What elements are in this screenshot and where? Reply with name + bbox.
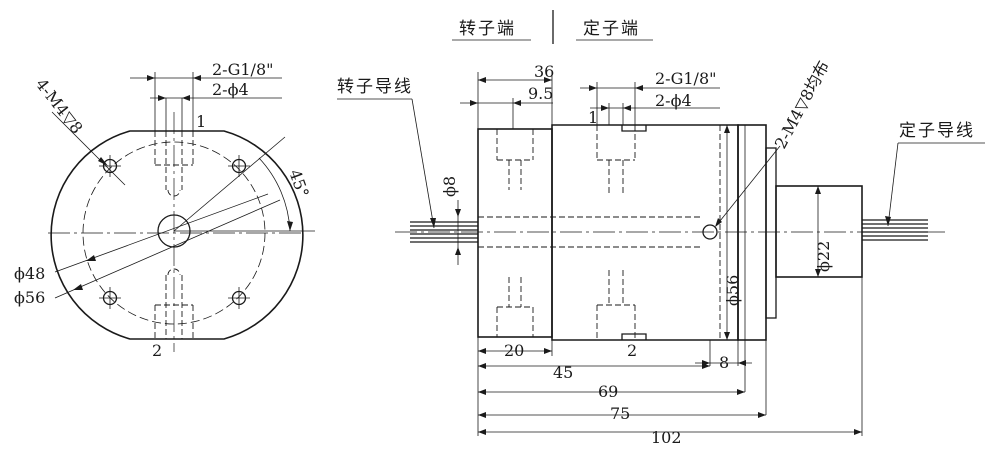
- side-mount-leader: [715, 145, 781, 227]
- dim-36: 36: [534, 62, 554, 81]
- side-port-1: 1: [588, 108, 598, 127]
- side-port-2: 2: [627, 341, 637, 360]
- front-port-thread: 2-G1/8": [212, 60, 273, 79]
- dim-phi-8: ϕ8: [440, 176, 459, 197]
- front-dia-48: ϕ48: [14, 264, 45, 283]
- dim-20: 20: [504, 341, 524, 360]
- rotor-wires: [410, 221, 478, 243]
- dim-45: 45: [553, 363, 573, 382]
- step-ring: [765, 147, 777, 319]
- rotor-wire-label: 转子导线: [337, 77, 413, 97]
- dim-phi-56: ϕ56: [723, 275, 742, 306]
- front-port-diameter: 2-ϕ4: [212, 80, 249, 99]
- stator-wire-label: 定子导线: [899, 121, 975, 141]
- rotor-end-label: 转子端: [459, 19, 516, 39]
- side-mount-hole: [702, 224, 718, 240]
- mount-leader: [51, 111, 126, 186]
- dia56-leader: [54, 199, 281, 299]
- dim-102: 102: [651, 428, 682, 447]
- main-housing: [551, 124, 739, 341]
- front-mount-holes-label: 4-M4▽8: [32, 75, 87, 138]
- side-port-thread: 2-G1/8": [655, 69, 716, 88]
- dim-8: 8: [719, 353, 729, 372]
- dim-75: 75: [610, 404, 630, 423]
- angle-arc: [258, 157, 291, 232]
- dim-69: 69: [598, 382, 618, 401]
- stator-end-label: 定子端: [583, 19, 640, 39]
- flange: [737, 124, 767, 341]
- side-port-diameter: 2-ϕ4: [655, 91, 692, 110]
- front-top-port: [154, 131, 194, 197]
- front-bottom-port: [154, 268, 194, 339]
- front-body-outline: [50, 130, 304, 340]
- front-port-1: 1: [196, 112, 206, 131]
- front-port-2: 2: [152, 341, 162, 360]
- mount-holes: [99, 155, 250, 309]
- front-view: 2-G1/8" 2-ϕ4 1 2 4-M4▽8 45° ϕ48 ϕ56: [14, 60, 315, 360]
- front-dia-56: ϕ56: [14, 288, 45, 307]
- header: 转子端 定子端: [452, 10, 653, 44]
- front-angle-label: 45°: [285, 167, 313, 200]
- side-mount-holes-label: 2-M4▽8均布: [771, 58, 833, 152]
- rotor-hidden-ports: [496, 129, 534, 337]
- stator-wires: [862, 219, 928, 241]
- dim-9-5: 9.5: [528, 84, 553, 103]
- housing-hidden-ports: [596, 125, 636, 340]
- angle-ray: [173, 136, 286, 232]
- side-view: 36 9.5 2-G1/8" 2-ϕ4 1 2 2-M4▽8均布 转子导线 定子…: [337, 58, 985, 447]
- dim-phi-22: ϕ22: [814, 241, 833, 272]
